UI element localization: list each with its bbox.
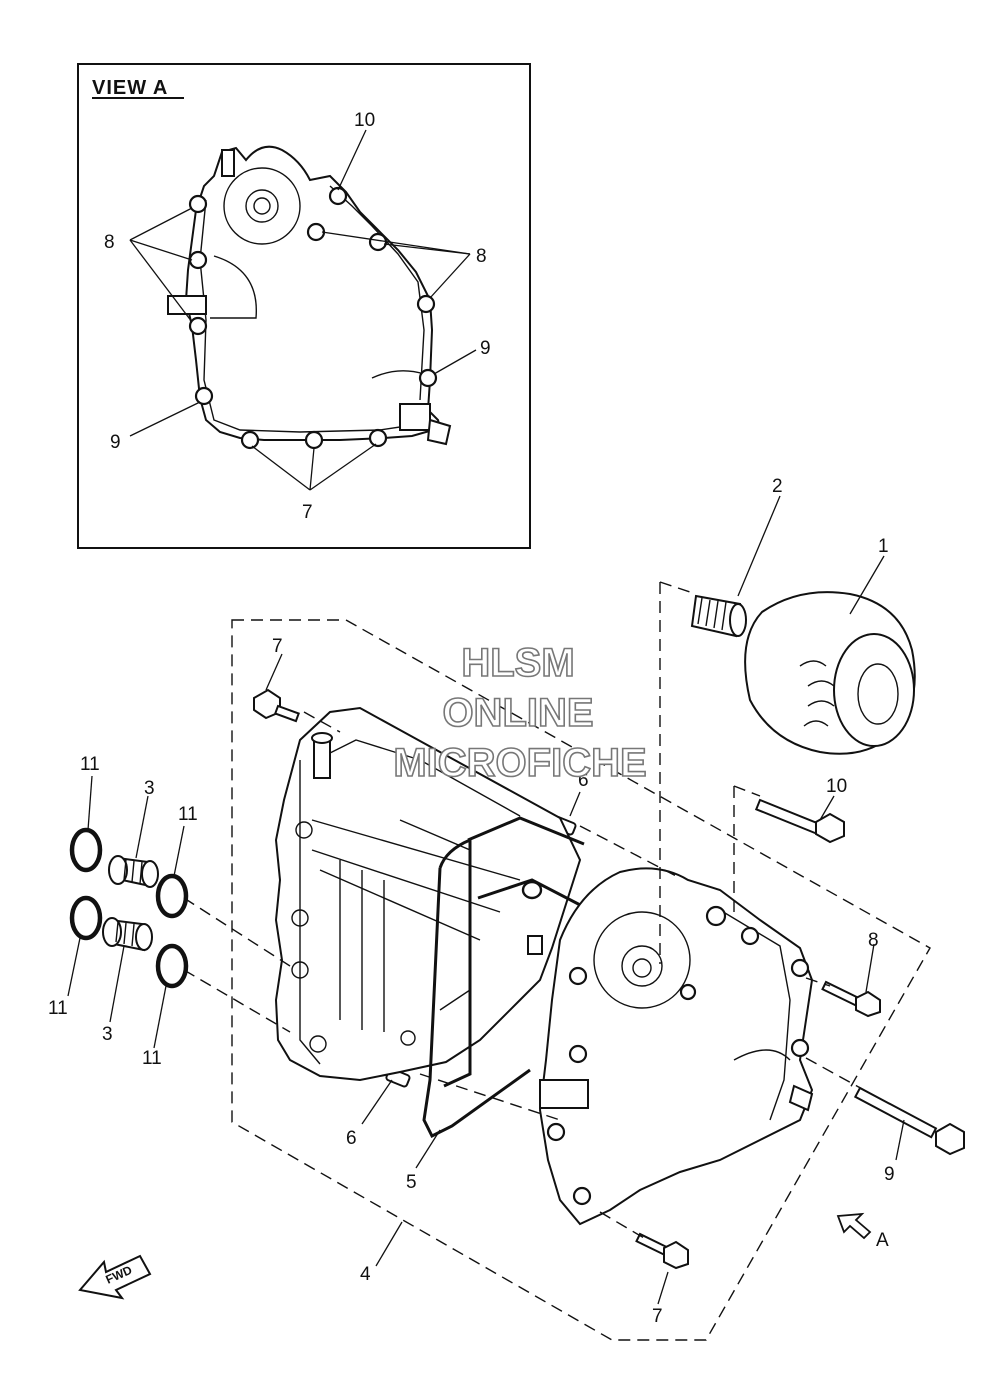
left-housing bbox=[274, 706, 582, 1082]
view-a-title: VIEW A bbox=[92, 77, 168, 99]
gasket-5-eye bbox=[521, 880, 543, 900]
label-6-top: 6 bbox=[578, 770, 589, 791]
view-a-label-7: 7 bbox=[302, 502, 313, 523]
view-a-panel: VIEW A bbox=[77, 63, 531, 549]
label-3-bottom: 3 bbox=[102, 1024, 113, 1045]
label-4: 4 bbox=[360, 1264, 371, 1285]
bolt-9 bbox=[853, 1086, 965, 1156]
label-1: 1 bbox=[878, 536, 889, 557]
view-a-label-9-right: 9 bbox=[480, 338, 491, 359]
label-11-b: 11 bbox=[178, 804, 198, 825]
pipe-fitting-top bbox=[108, 855, 159, 888]
o-ring-c bbox=[69, 895, 103, 941]
bolt-7-top bbox=[253, 688, 300, 723]
assembly-4-boundary bbox=[231, 619, 931, 1341]
watermark: HLSM ONLINE MICROFICHE bbox=[393, 640, 648, 786]
label-5: 5 bbox=[406, 1172, 417, 1193]
watermark-line1: HLSM bbox=[461, 641, 574, 685]
union-bolt bbox=[690, 594, 747, 638]
label-1-filter: 2 bbox=[772, 476, 783, 497]
right-cover bbox=[538, 867, 814, 1226]
label-11-a: 11 bbox=[80, 754, 100, 775]
bolt-7-bottom bbox=[635, 1232, 689, 1270]
oil-filter bbox=[744, 591, 916, 755]
label-11-c: 11 bbox=[48, 998, 68, 1019]
label-6-bottom: 6 bbox=[346, 1128, 357, 1149]
label-10: 10 bbox=[826, 776, 847, 797]
gasket-5 bbox=[422, 816, 587, 1139]
label-3-top: 3 bbox=[144, 778, 155, 799]
view-a-label-8-left: 8 bbox=[104, 232, 115, 253]
watermark-line2: ONLINE bbox=[442, 691, 593, 735]
o-ring-b bbox=[155, 873, 189, 919]
bolt-10 bbox=[754, 798, 845, 844]
watermark-line3: MICROFICHE bbox=[393, 741, 646, 785]
view-a-label-9-left: 9 bbox=[110, 432, 121, 453]
bolt-8 bbox=[821, 980, 881, 1018]
label-9: 9 bbox=[884, 1164, 895, 1185]
view-a-direction-arrow: A bbox=[836, 1212, 889, 1251]
view-a-leaders bbox=[129, 129, 477, 491]
o-ring-a bbox=[69, 827, 103, 873]
o-ring-d bbox=[155, 943, 189, 989]
fwd-arrow-icon: FWD bbox=[78, 1254, 152, 1300]
view-a-label-8-right: 8 bbox=[476, 246, 487, 267]
view-a-label-10: 10 bbox=[354, 110, 375, 131]
view-a-bolt-holes bbox=[188, 186, 438, 450]
label-8: 8 bbox=[868, 930, 879, 951]
pipe-fitting-bottom bbox=[102, 917, 153, 952]
main-leaders bbox=[67, 495, 905, 1305]
view-a-cover-outline bbox=[167, 145, 452, 446]
label-a-arrow: A bbox=[876, 1230, 889, 1251]
label-11-d: 11 bbox=[142, 1048, 162, 1069]
label-7-bottom: 7 bbox=[652, 1306, 663, 1327]
label-7-top: 7 bbox=[272, 636, 283, 657]
